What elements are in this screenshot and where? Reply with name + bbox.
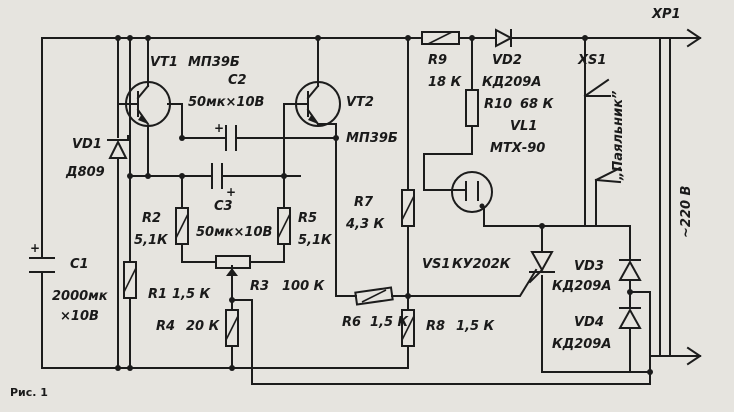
c3-value: 50мк×10В xyxy=(196,225,273,240)
wiring xyxy=(41,37,701,385)
r8-value: 1,5 К xyxy=(456,319,496,334)
c3-capacitor-symbol: + xyxy=(211,163,236,199)
c2-value: 50мк×10В xyxy=(188,95,265,110)
vs1-label: VS1 xyxy=(422,257,450,272)
r5-label: R5 xyxy=(298,211,317,226)
r9-label: R9 xyxy=(428,53,447,68)
vs1-thyristor-symbol xyxy=(528,251,555,284)
r9-value: 18 К xyxy=(428,75,463,90)
c2-label: C2 xyxy=(228,73,247,88)
c1-capacitor-symbol: + xyxy=(29,241,55,273)
vd3-label: VD3 xyxy=(574,259,604,274)
r7-label: R7 xyxy=(354,195,374,210)
xs1-label: XS1 xyxy=(577,53,606,68)
r2-label: R2 xyxy=(142,211,161,226)
xs1-soldering-iron-label: „Паяльник” xyxy=(611,91,626,181)
vd2-value: КД209А xyxy=(482,75,541,90)
vd2-label: VD2 xyxy=(492,53,522,68)
xp1-label: XP1 xyxy=(651,7,681,22)
r3-label: R3 xyxy=(250,279,269,294)
vt1-transistor-symbol xyxy=(125,81,171,127)
vd2-diode-symbol xyxy=(495,28,514,48)
vt2-label: VT2 xyxy=(346,95,374,110)
vd3-vd4-diode-symbols xyxy=(618,259,642,329)
svg-text:+: + xyxy=(30,241,40,255)
c3-label: C3 xyxy=(214,199,233,214)
vt1-label: VT1 xyxy=(150,55,178,70)
c1-value-voltage: ×10В xyxy=(60,309,99,324)
vd1-value: Д809 xyxy=(65,165,105,180)
vd1-zener-symbol xyxy=(107,135,129,159)
vt1-value: МП39Б xyxy=(188,55,240,70)
svg-text:+: + xyxy=(226,185,236,199)
r1-value: 1,5 К xyxy=(172,287,212,302)
xp1-plug-symbol xyxy=(686,28,702,366)
vt2-value: МП39Б xyxy=(346,131,398,146)
svg-text:+: + xyxy=(214,121,224,135)
resistor-symbols xyxy=(123,31,479,347)
r3-value: 100 К xyxy=(282,279,326,294)
r5-value: 5,1К xyxy=(298,233,333,248)
vl1-label: VL1 xyxy=(510,119,537,134)
r2-value: 5,1К xyxy=(134,233,169,248)
vd4-label: VD4 xyxy=(574,315,604,330)
c1-label: C1 xyxy=(70,257,89,272)
r10-value: 68 К xyxy=(520,97,555,112)
figure-caption: Рис. 1 xyxy=(10,386,48,399)
r7-value: 4,3 К xyxy=(345,217,386,232)
xs1-socket-symbol xyxy=(583,78,622,184)
junction-dots xyxy=(115,35,653,375)
r4-value: 20 К xyxy=(186,319,221,334)
r10-label: R10 xyxy=(484,97,512,112)
r4-label: R4 xyxy=(156,319,175,334)
vd1-label: VD1 xyxy=(72,137,102,152)
vt2-transistor-symbol xyxy=(295,81,341,127)
vs1-value: КУ202К xyxy=(452,257,512,272)
vl1-value: МТХ-90 xyxy=(490,141,545,156)
c1-value-capacitance: 2000мк xyxy=(52,289,109,304)
r1-label: R1 xyxy=(148,287,167,302)
vl1-lamp-symbol xyxy=(451,171,493,227)
r8-label: R8 xyxy=(426,319,445,334)
r6-value: 1,5 К xyxy=(370,315,410,330)
vd4-value: КД209А xyxy=(552,337,611,352)
r6-label: R6 xyxy=(342,315,361,330)
c2-capacitor-symbol: + xyxy=(214,121,237,151)
vd3-value: КД209А xyxy=(552,279,611,294)
mains-voltage-label: ~220 В xyxy=(679,185,694,238)
